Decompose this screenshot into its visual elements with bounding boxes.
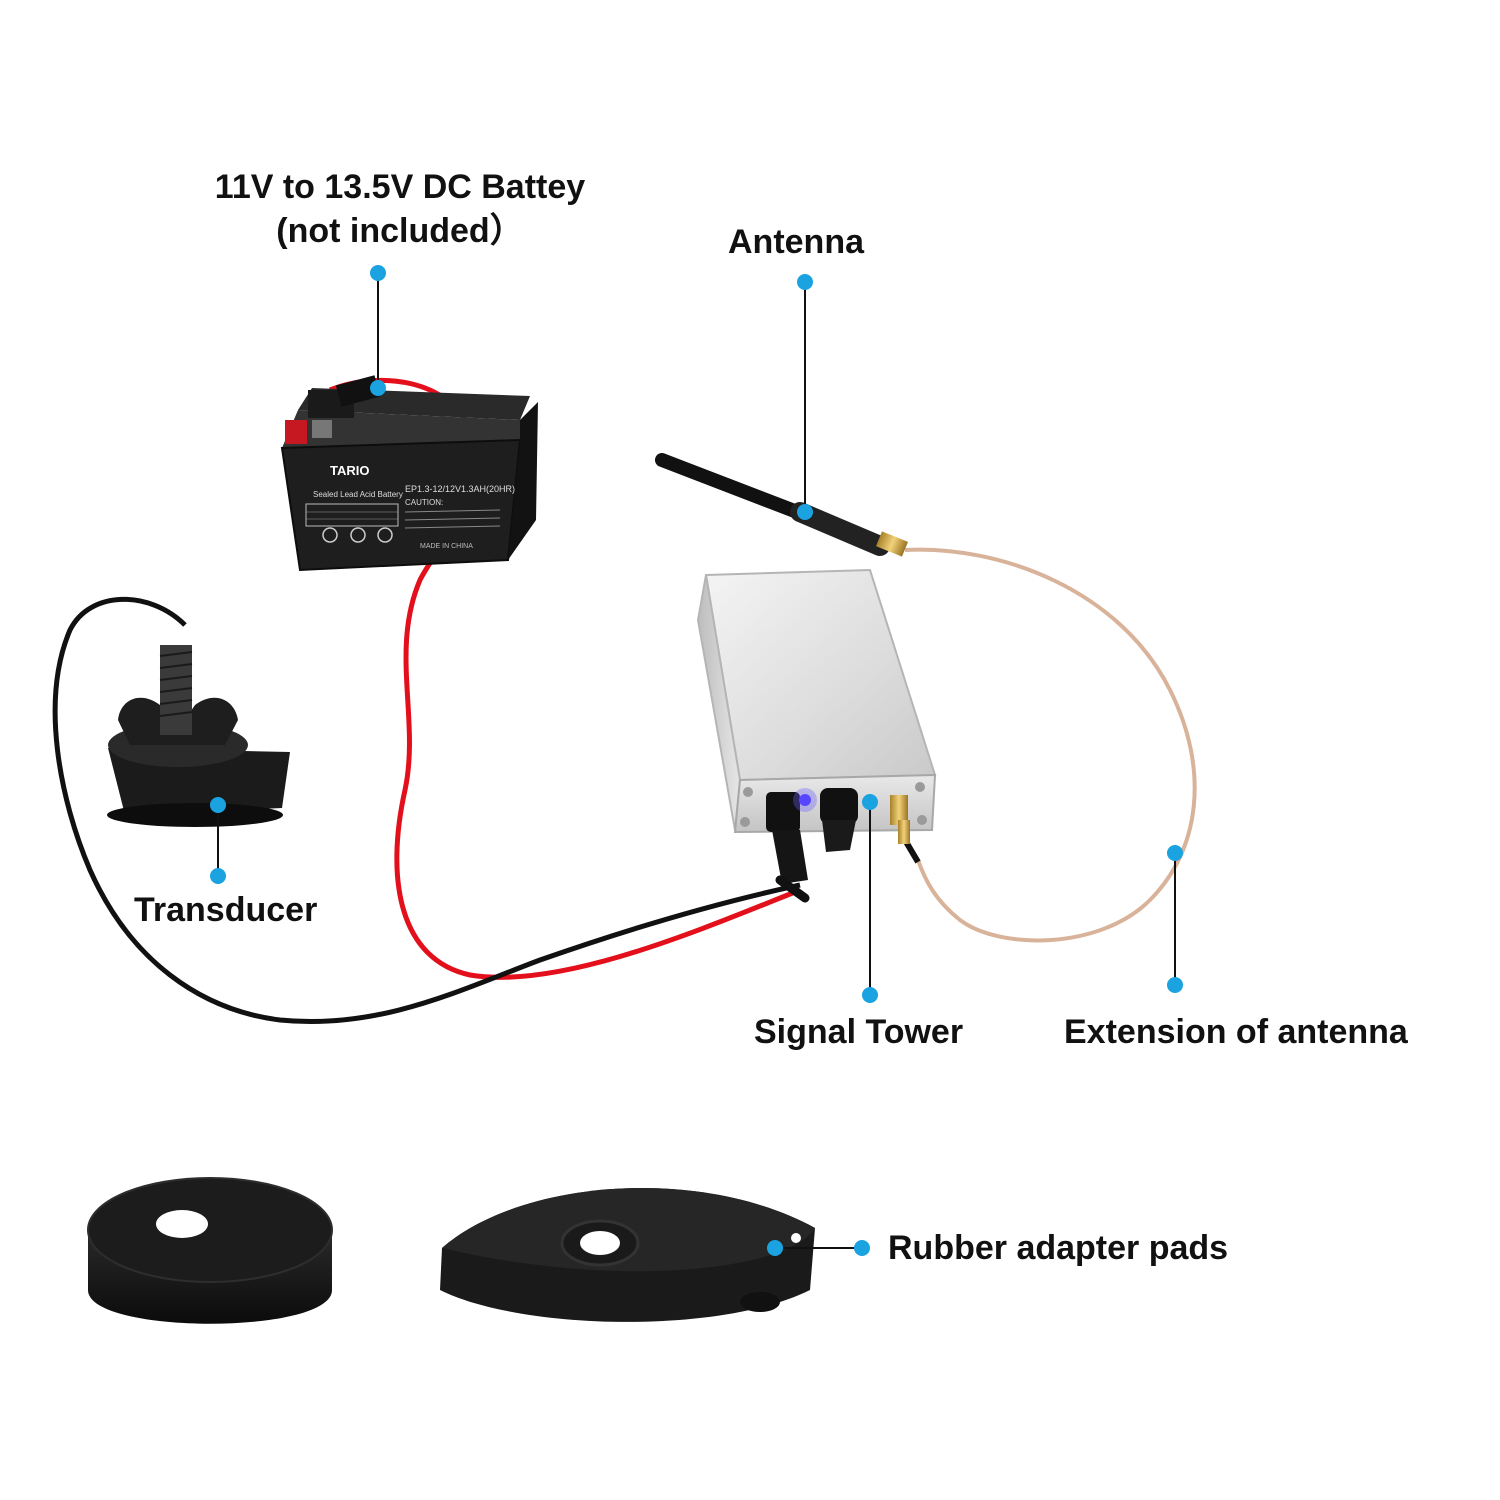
battery: TARIO Sealed Lead Acid Battery EP1.3-12/… (280, 375, 538, 572)
callout-dot-pads (767, 1240, 783, 1256)
antenna-extension-cable (904, 547, 1197, 943)
battery-brand: TARIO (330, 463, 369, 478)
rubber-pads-label: Rubber adapter pads (888, 1229, 1229, 1267)
rubber-pad-round (87, 1177, 333, 1324)
callout-dot-pads-label (854, 1240, 870, 1256)
black-wire (52, 596, 801, 1025)
signal-tower-box (696, 568, 937, 884)
battery-type: Sealed Lead Acid Battery (313, 490, 403, 499)
battery-label: 11V to 13.5V DC Battey (not included） (160, 165, 640, 253)
callout-dot-antenna-top (797, 274, 813, 290)
antenna-label: Antenna (728, 223, 864, 261)
callout-dot-antenna (797, 504, 813, 520)
callout-dot-signal-tower (862, 794, 878, 810)
transducer-label: Transducer (134, 891, 318, 929)
callout-dot-battery-top (370, 265, 386, 281)
callout-dot-signal-tower-label (862, 987, 878, 1003)
callout-dot-transducer (210, 797, 226, 813)
signal-tower-label: Signal Tower (754, 1013, 964, 1051)
callout-dot-battery (370, 380, 386, 396)
battery-caution: CAUTION: (405, 498, 443, 507)
rubber-pad-oval (440, 1188, 815, 1322)
antenna (655, 453, 908, 557)
battery-label-line1: 11V to 13.5V DC Battey (214, 168, 586, 206)
callout-dot-extension-label (1167, 977, 1183, 993)
extension-label: Extension of antenna (1064, 1013, 1408, 1051)
wire-pair-end (775, 875, 810, 903)
battery-model: EP1.3-12/12V1.3AH(20HR) (405, 484, 515, 494)
callout-dot-extension (1167, 845, 1183, 861)
callout-dot-transducer-label (210, 868, 226, 884)
battery-label-line2: (not included） (276, 212, 524, 250)
transducer (107, 645, 290, 827)
battery-origin: MADE IN CHINA (420, 543, 473, 550)
callouts (210, 265, 1183, 1256)
